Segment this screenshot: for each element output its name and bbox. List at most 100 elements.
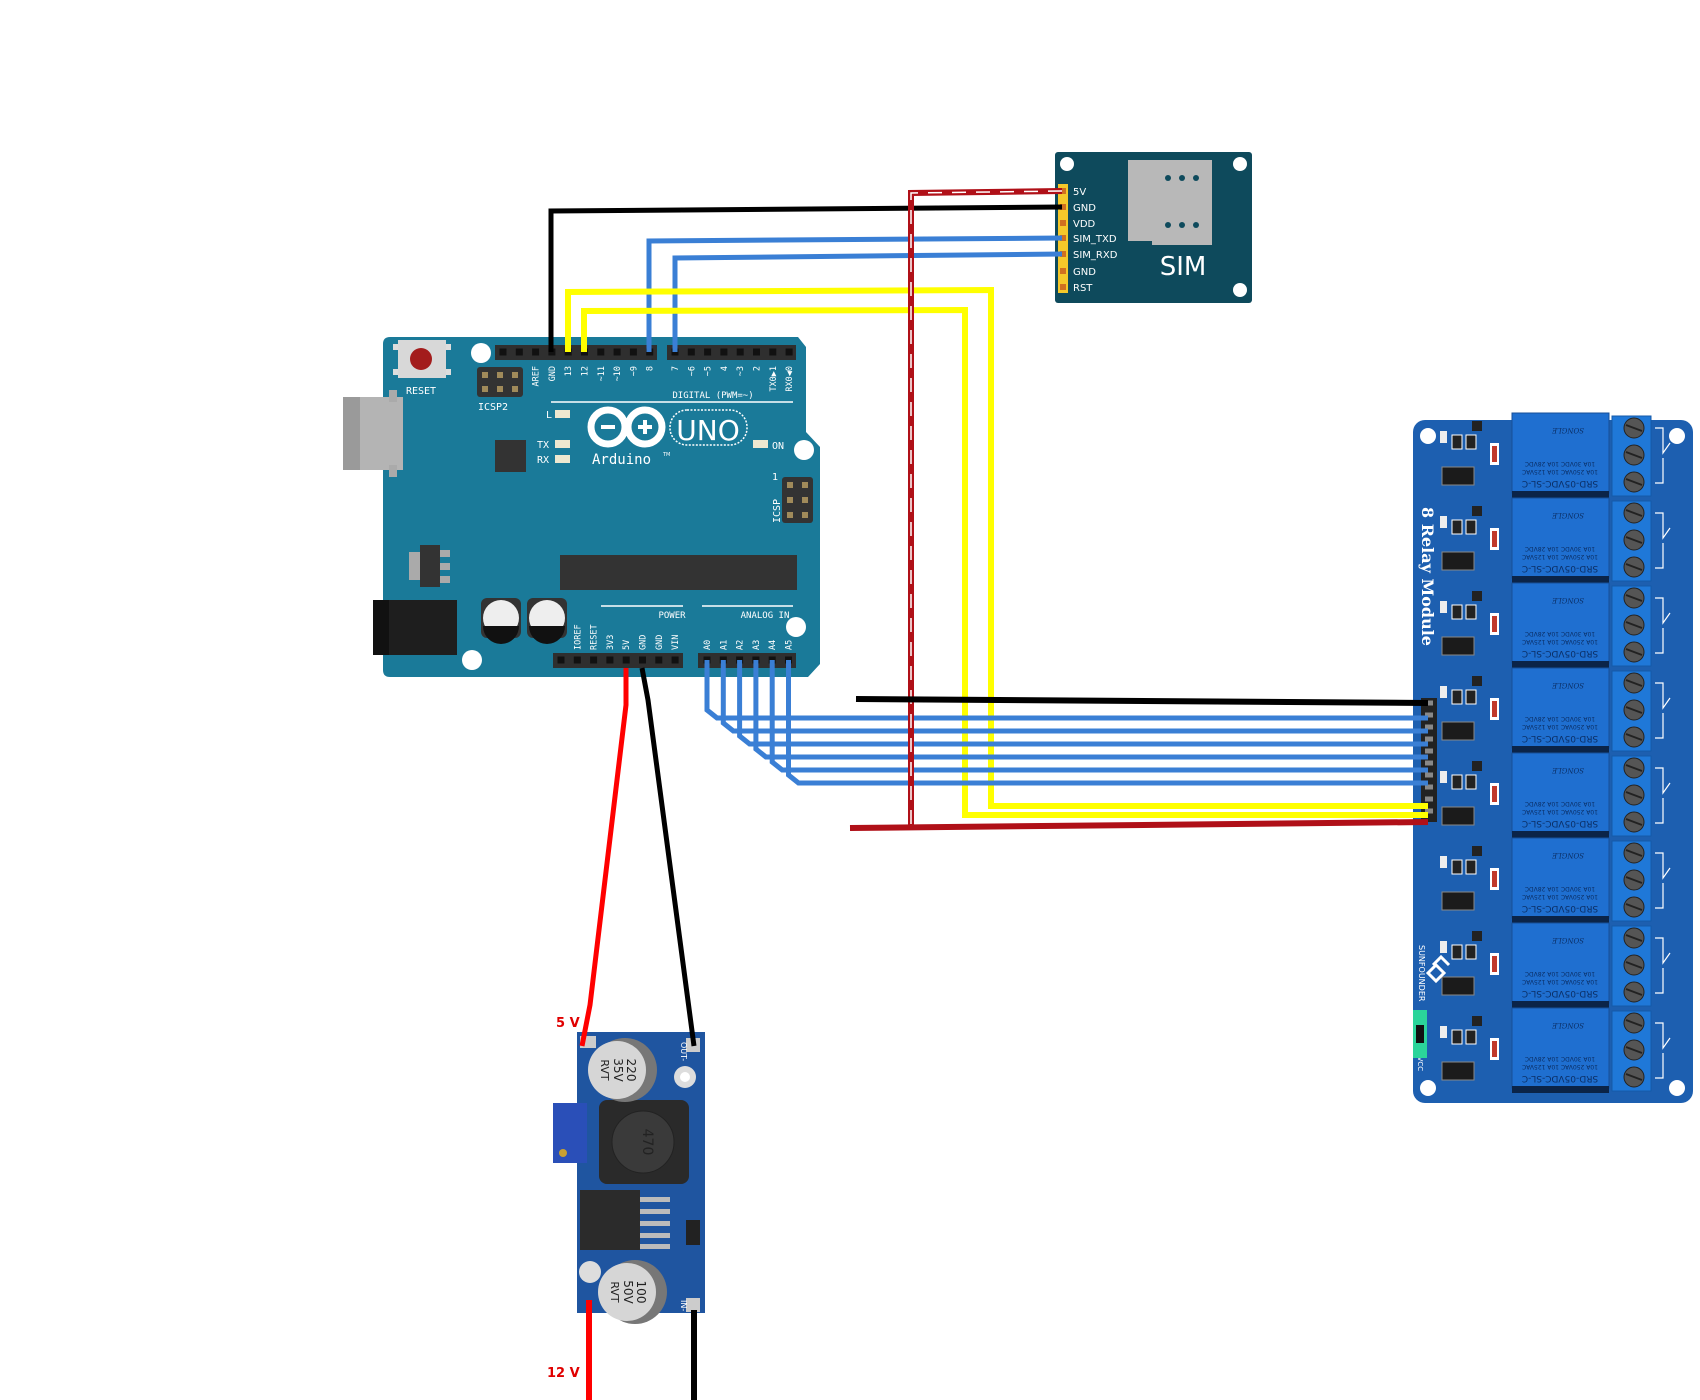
sim-card-slot — [1128, 160, 1212, 245]
sim-pin — [1060, 188, 1066, 194]
resistor — [1451, 859, 1463, 875]
relay-input-pin[interactable] — [1425, 760, 1433, 766]
relay-model: SRD-05VDC-SL-C — [1522, 1073, 1598, 1083]
relay — [1511, 412, 1610, 494]
header-pin[interactable] — [720, 348, 728, 356]
wire-gnd-buck-out[interactable] — [639, 667, 697, 1047]
header-pin[interactable] — [753, 348, 760, 356]
sim-pin-label: SIM_TXD — [1073, 234, 1117, 245]
wire-pin7-sim-rxd[interactable] — [672, 251, 1063, 352]
diode — [686, 1220, 700, 1245]
header-pin[interactable] — [515, 348, 523, 356]
header-pin[interactable] — [785, 348, 793, 356]
wire-a0-relay[interactable] — [704, 660, 1428, 721]
diode-body — [1492, 786, 1497, 802]
wire-a5-relay[interactable] — [786, 660, 1429, 786]
wire-pin8-sim-txd[interactable] — [646, 235, 1063, 352]
relay — [1511, 497, 1610, 579]
header-pin[interactable] — [532, 348, 540, 356]
relay-input-pin[interactable] — [1425, 784, 1433, 790]
wire-pin13-relay[interactable] — [565, 286, 1428, 809]
relay-input-pin[interactable] — [1425, 748, 1433, 754]
wire-a1-relay[interactable] — [720, 660, 1428, 734]
potentiometer[interactable] — [553, 1103, 587, 1163]
relay-brand: SONGLE — [1552, 1021, 1584, 1029]
optocoupler — [1441, 551, 1475, 571]
icsp-pins — [787, 482, 808, 518]
wire-a3-relay[interactable] — [753, 660, 1428, 760]
icsp2-label: ICSP2 — [478, 402, 508, 413]
header-pin[interactable] — [590, 656, 598, 664]
header-pin[interactable] — [573, 656, 581, 664]
diode-body — [1492, 446, 1497, 462]
screw-slot — [1625, 478, 1643, 486]
cap-out-voltage: 35V — [611, 1058, 625, 1082]
resistor — [1451, 774, 1463, 790]
header-pin[interactable] — [655, 656, 663, 664]
relay-input-pin[interactable] — [1425, 796, 1433, 802]
relay-input-pin[interactable] — [1425, 736, 1433, 742]
relay-rating: 10A 30VDC 10A 28VDC — [1525, 885, 1595, 892]
wire-gnd-relay[interactable] — [855, 696, 1429, 706]
relay — [1511, 582, 1610, 664]
header-pin[interactable] — [606, 656, 614, 664]
wire-a4-relay[interactable] — [769, 660, 1428, 773]
relay-input-pin[interactable] — [1425, 700, 1433, 706]
resistor — [1451, 689, 1463, 705]
cap-out-value: 220 — [624, 1059, 638, 1082]
voltage-regulator — [409, 545, 450, 587]
regulator-ic — [580, 1190, 640, 1250]
screw-slot — [1625, 563, 1643, 571]
mounting-hole — [1233, 283, 1247, 297]
relay-switch-symbol-icon — [1655, 512, 1671, 569]
header-pin[interactable] — [639, 656, 646, 664]
header-pin[interactable] — [769, 348, 777, 356]
relay-input-pin[interactable] — [1425, 808, 1433, 814]
header-pin[interactable] — [736, 348, 744, 356]
sim-pin — [1060, 235, 1066, 241]
wire-a2-relay[interactable] — [737, 660, 1428, 747]
pin-label: 4 — [720, 366, 730, 371]
reset-button[interactable] — [393, 340, 451, 378]
header-pin[interactable] — [557, 656, 565, 664]
relay-gap — [1512, 1086, 1609, 1093]
header-pin[interactable] — [622, 656, 630, 664]
power-label: POWER — [658, 611, 686, 621]
wire-5v-buck-out[interactable] — [579, 668, 629, 1047]
screw-slot — [1625, 509, 1643, 517]
output-capacitor — [588, 1038, 657, 1102]
relay-gap — [1512, 746, 1609, 753]
relay — [1511, 922, 1610, 1004]
relay-input-pin[interactable] — [1425, 724, 1433, 730]
header-pin[interactable] — [629, 348, 637, 356]
wire-pin12-relay[interactable] — [581, 306, 1428, 818]
mounting-hole — [1060, 157, 1074, 171]
pin-label: GND — [639, 635, 649, 650]
trademark: TM — [662, 452, 670, 458]
digital-label: DIGITAL (PWM=~) — [672, 391, 753, 401]
led-on-label: ON — [772, 441, 784, 452]
header-pin[interactable] — [613, 348, 621, 356]
potentiometer-screw-icon — [559, 1149, 567, 1157]
relay-input-pin[interactable] — [1425, 772, 1433, 778]
indicator-led — [1440, 431, 1447, 443]
relay-input-pin[interactable] — [1425, 712, 1433, 718]
relay-rating: 10A 250VAC 10A 125VAC — [1522, 978, 1598, 985]
pin-label: 3V3 — [606, 635, 616, 650]
header-pin[interactable] — [671, 656, 679, 664]
header-pin[interactable] — [597, 348, 605, 356]
header-pin[interactable] — [704, 348, 712, 356]
relay-rating: 10A 30VDC 10A 28VDC — [1525, 545, 1595, 552]
relay-rating: 10A 30VDC 10A 28VDC — [1525, 970, 1595, 977]
relay-brand: SONGLE — [1552, 596, 1584, 604]
header-pin[interactable] — [499, 348, 507, 356]
pin-label: RX0◀0 — [785, 366, 795, 392]
diode-body — [1492, 1041, 1497, 1057]
wire-5v-relay[interactable] — [849, 819, 1429, 831]
inductor-coil — [611, 1110, 675, 1174]
header-pin[interactable] — [687, 348, 695, 356]
wire-gnd-sim[interactable] — [548, 204, 1063, 352]
